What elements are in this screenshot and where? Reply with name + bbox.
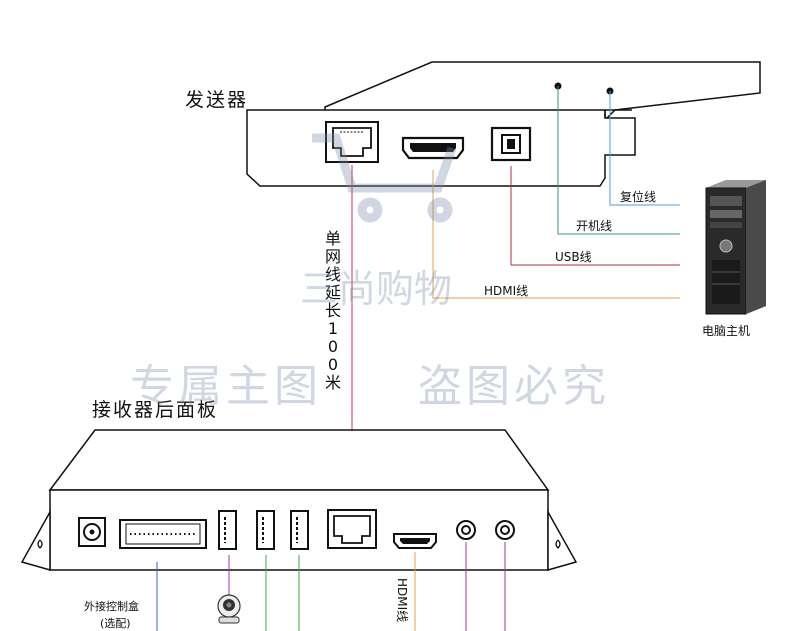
extension-label: 单网线延长100米 — [324, 229, 341, 392]
reset-cable-label: 复位线 — [620, 190, 657, 204]
receiver-hdmi-cable-label: HDMI线 — [395, 578, 409, 623]
hdmi-cable-label: HDMI线 — [484, 284, 529, 298]
sender-usb-b-port — [490, 126, 532, 162]
power-cable-label: 开机线 — [576, 219, 613, 233]
receiver-usb-port-2 — [256, 510, 275, 550]
hdmi-cable — [432, 170, 680, 299]
receiver-usb-port-1 — [218, 510, 237, 550]
usb-cable — [510, 166, 680, 266]
control-box-label: 外接控制盒 — [84, 600, 139, 613]
watermark-cart-icon — [312, 133, 457, 223]
power-cable — [557, 86, 680, 235]
receiver-audio-jack-2 — [495, 520, 515, 540]
receiver-rj45-port — [327, 509, 377, 549]
computer-label: 电脑主机 — [702, 324, 751, 338]
usb-cable-label: USB线 — [555, 250, 592, 264]
watermark-exclusive: 专属主图 — [130, 361, 322, 412]
sender-card — [246, 61, 761, 187]
watermark-theft: 盗图必究 — [418, 361, 610, 412]
reset-cable — [609, 91, 680, 206]
receiver-audio-jack-1 — [456, 520, 476, 540]
receiver-usb-port-3 — [290, 510, 309, 550]
computer-tower-icon — [705, 180, 766, 315]
receiver-title: 接收器后面板 — [92, 399, 219, 421]
receiver-hdmi-port — [393, 533, 437, 549]
receiver-terminal-block — [119, 519, 207, 549]
receiver-dc-jack — [78, 517, 106, 547]
camera-icon — [217, 594, 241, 624]
sender-rj45-port — [325, 121, 379, 163]
sender-hdmi-port — [401, 136, 465, 160]
control-box-note: (选配) — [100, 617, 131, 630]
sender-title: 发送器 — [185, 89, 249, 111]
watermark-shop: 三尚购物 — [300, 267, 453, 311]
